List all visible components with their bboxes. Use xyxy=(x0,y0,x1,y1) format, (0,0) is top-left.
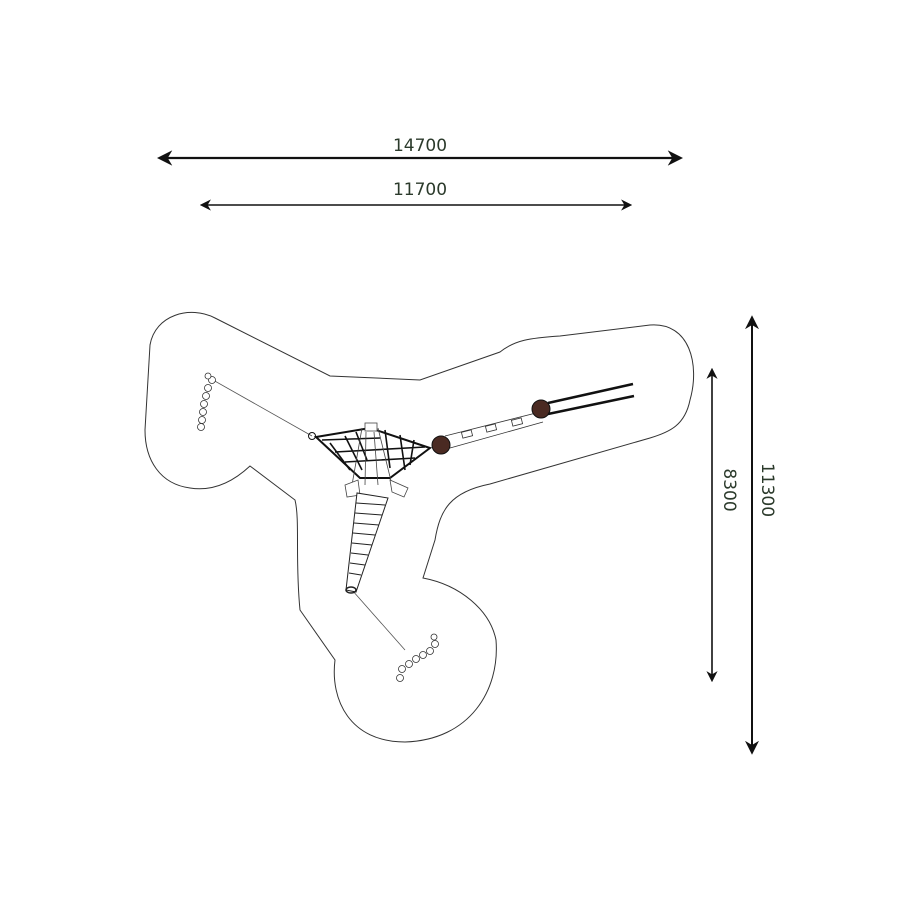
dimension-label-overall-depth: 11300 xyxy=(757,463,777,517)
rope-bottom xyxy=(351,589,406,651)
safety-zone-outline xyxy=(144,311,695,743)
dimension-label-equipment-depth: 8300 xyxy=(719,468,739,511)
stepping-posts-bottom xyxy=(396,633,439,682)
dimension-label-overall-width: 14700 xyxy=(393,136,447,156)
rope-left xyxy=(212,379,313,437)
ladder xyxy=(345,492,389,594)
net-pyramid xyxy=(308,422,433,498)
rope-bridge xyxy=(431,382,635,455)
stepping-posts-left xyxy=(197,372,216,431)
dimension-label-equipment-width: 11700 xyxy=(393,180,447,200)
